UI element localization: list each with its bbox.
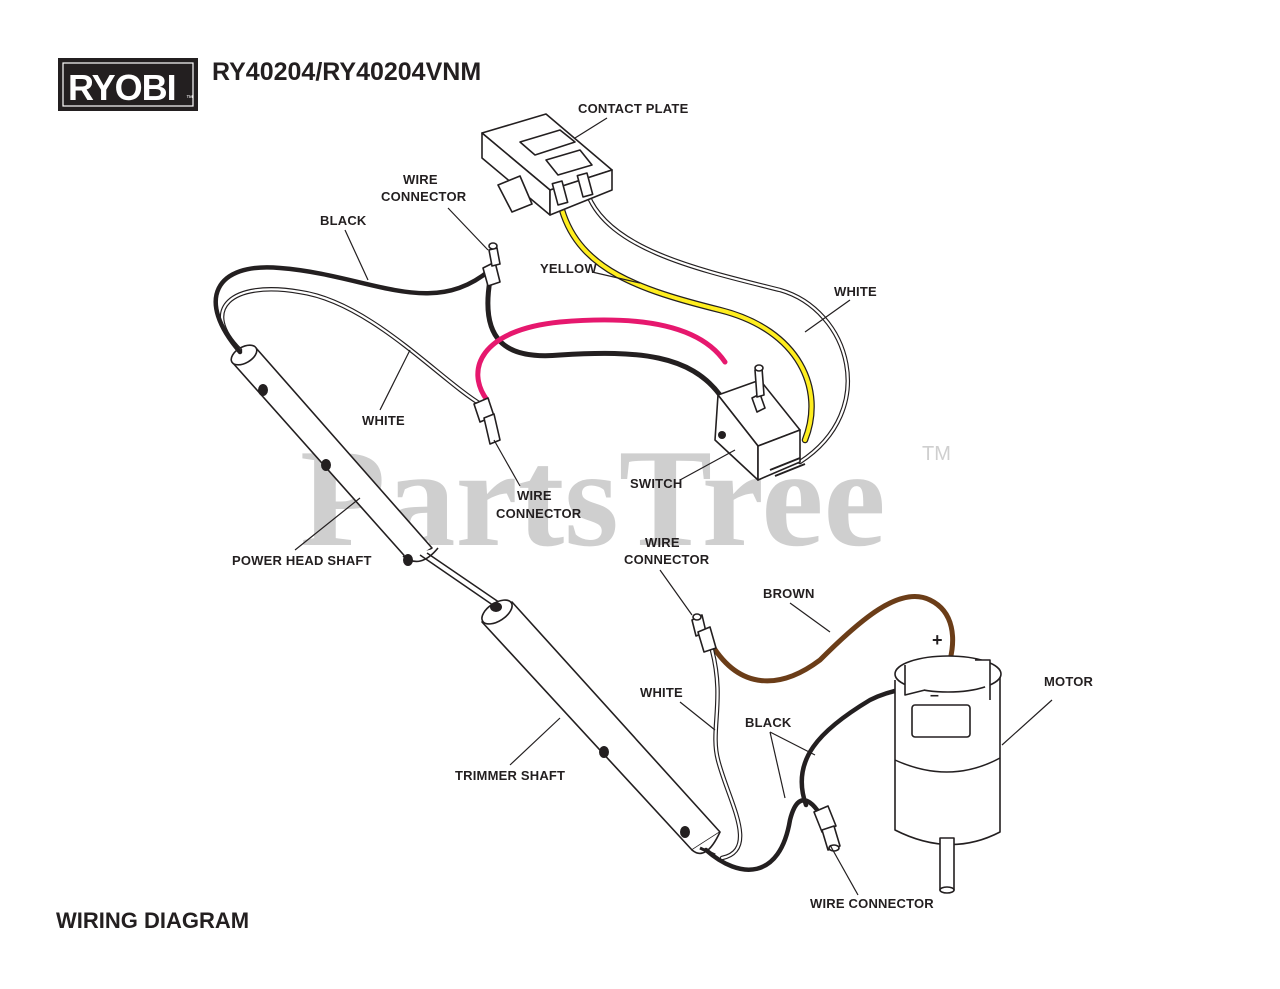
- label-brown: BROWN: [763, 586, 815, 601]
- wire-white-right: [585, 192, 851, 465]
- label-wire-connector-top-1: WIRE: [403, 172, 438, 187]
- label-wire-connector-top-2: CONNECTOR: [381, 189, 467, 204]
- wire-connector-motor: [691, 613, 717, 653]
- switch: [714, 364, 806, 481]
- label-yellow: YELLOW: [540, 261, 597, 276]
- watermark-tm: TM: [922, 443, 951, 465]
- label-power-head-shaft: POWER HEAD SHAFT: [232, 553, 372, 568]
- wire-red: [475, 317, 728, 403]
- wire-white-left: [219, 287, 485, 408]
- leader-lines: [294, 117, 1053, 896]
- label-wire-connector-mid-2: CONNECTOR: [496, 506, 582, 521]
- model-title: RY40204/RY40204VNM: [212, 58, 481, 86]
- label-wire-connector-motor-2: CONNECTOR: [624, 552, 710, 567]
- label-contact-plate: CONTACT PLATE: [578, 101, 689, 116]
- motor-minus: –: [930, 687, 939, 704]
- label-motor: MOTOR: [1044, 674, 1094, 689]
- wire-black-top-left: [213, 265, 493, 355]
- inner-rod: [419, 552, 507, 611]
- label-black-top: BLACK: [320, 213, 367, 228]
- wire-connector-mid: [473, 397, 501, 445]
- wire-white-bottom: [709, 647, 743, 861]
- wire-black-to-switch: [485, 277, 723, 398]
- wire-connector-bottom: [813, 805, 841, 852]
- label-white-right: WHITE: [834, 284, 877, 299]
- footer-title: WIRING DIAGRAM: [56, 908, 249, 933]
- label-wire-connector-motor-1: WIRE: [645, 535, 680, 550]
- motor: + –: [894, 630, 1002, 894]
- wire-connector-top: [482, 242, 501, 287]
- contact-plate: [481, 113, 613, 216]
- label-white-left: WHITE: [362, 413, 405, 428]
- label-white-bottom: WHITE: [640, 685, 683, 700]
- label-wire-connector-bottom: WIRE CONNECTOR: [810, 896, 934, 911]
- wire-yellow: [558, 206, 815, 444]
- label-wire-connector-mid-1: WIRE: [517, 488, 552, 503]
- label-black-bottom: BLACK: [745, 715, 792, 730]
- logo-trademark: ™: [186, 95, 193, 102]
- wire-brown: [709, 593, 956, 684]
- trimmer-shaft: [481, 599, 721, 857]
- labels: CONTACT PLATE WIRE CONNECTOR BLACK YELLO…: [232, 101, 1094, 911]
- label-trimmer-shaft: TRIMMER SHAFT: [455, 768, 565, 783]
- logo-text: RYOBI: [68, 67, 176, 108]
- motor-plus: +: [932, 630, 943, 650]
- label-switch: SWITCH: [630, 476, 682, 491]
- ryobi-logo: RYOBI ™: [58, 58, 198, 111]
